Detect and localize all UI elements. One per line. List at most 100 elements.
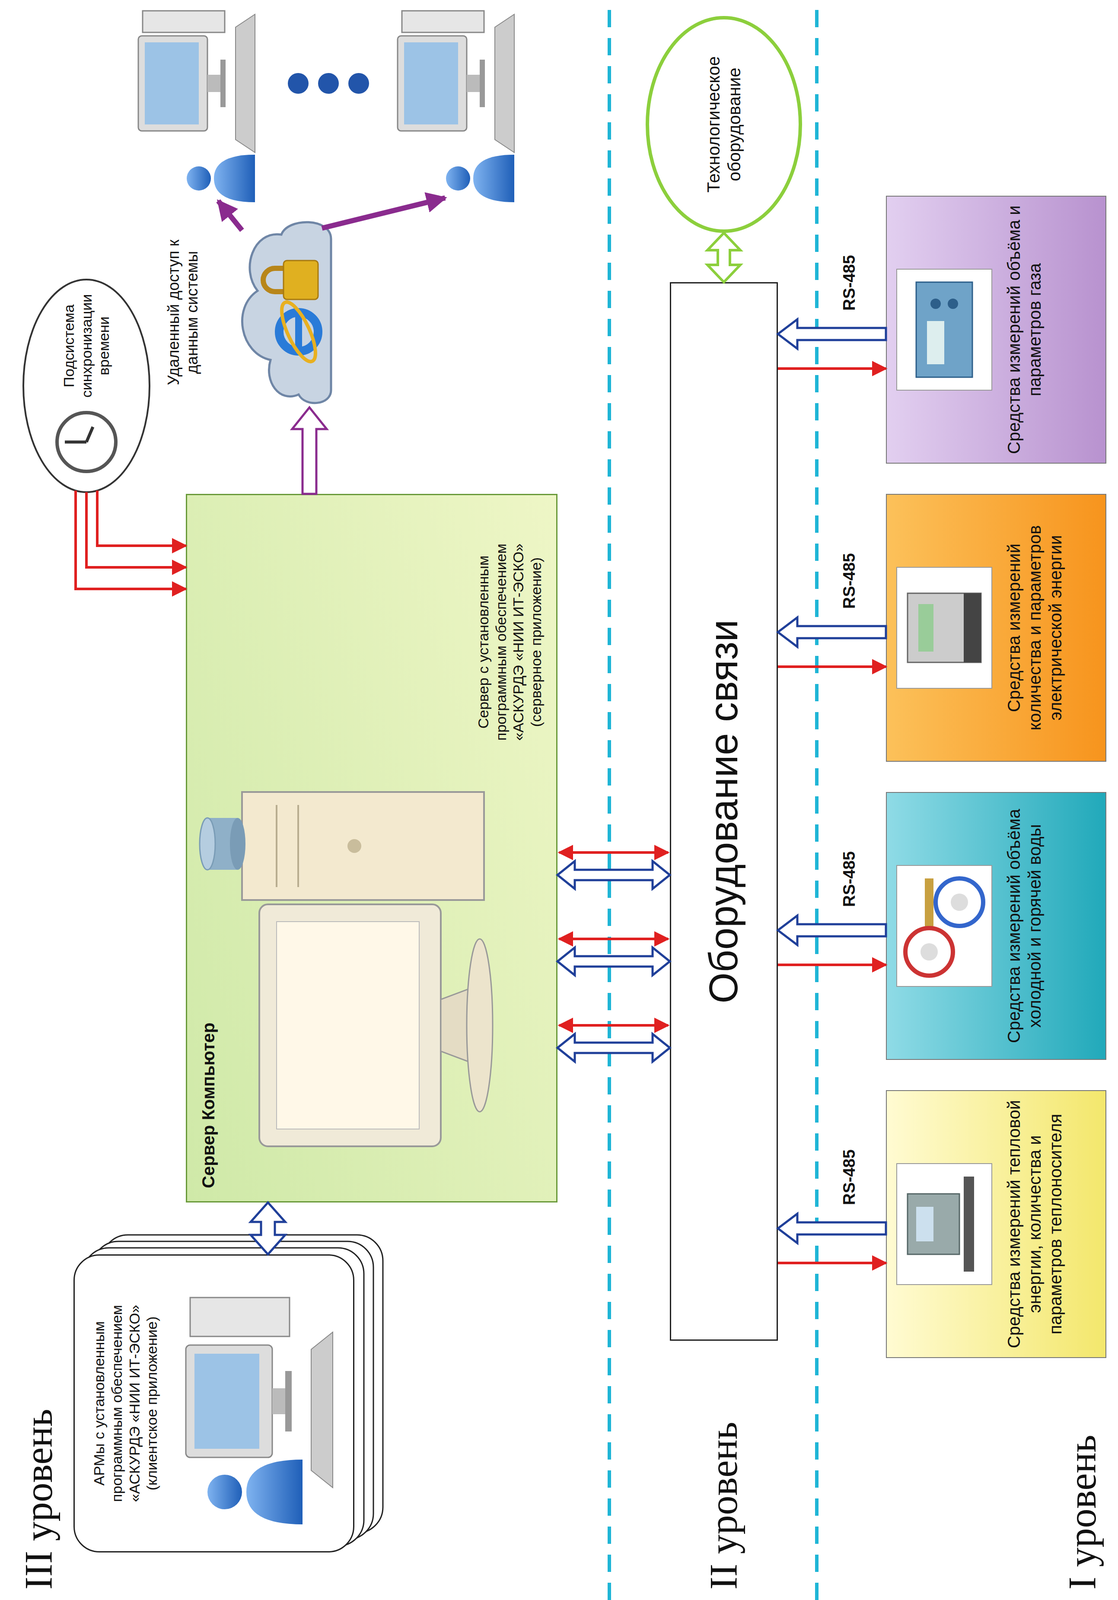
monitor-base <box>285 1371 292 1432</box>
node-title: Средства измерений количества и параметр… <box>1003 503 1066 753</box>
meter-button <box>947 298 959 309</box>
connector-path <box>97 490 186 546</box>
monitor <box>259 904 441 1147</box>
server-tower <box>242 792 485 901</box>
arrow-connector <box>777 1213 886 1244</box>
heat-meter <box>907 1194 960 1255</box>
arrow-connector <box>777 368 886 370</box>
connector-path <box>86 492 186 568</box>
level-divider <box>607 0 612 1600</box>
connector-path <box>777 1261 886 1265</box>
monitor-screen <box>404 42 459 125</box>
arrow-connector <box>777 965 886 966</box>
tech-equipment-ellipse: Технологическое оборудование <box>643 14 804 235</box>
access-arrow <box>218 200 243 231</box>
arrow-connector <box>557 939 670 976</box>
clock-hand <box>86 426 93 443</box>
ellipse-shape <box>647 17 801 232</box>
ellipsis-dot <box>287 73 309 94</box>
connector-path <box>75 490 186 590</box>
keyboard <box>494 14 515 153</box>
monitor-stand <box>272 1388 286 1415</box>
monitor-base <box>466 939 493 1112</box>
monitor-screen <box>276 921 420 1130</box>
monitor-base <box>479 59 485 108</box>
arrow-connector <box>292 407 327 494</box>
cloud-area <box>205 217 344 408</box>
ellipse-outline <box>643 14 804 235</box>
node-title: Средства измерений объёма и параметров г… <box>1003 205 1045 455</box>
ellipsis-dot <box>348 73 370 94</box>
monitor <box>185 1345 273 1458</box>
connector-path <box>777 617 886 647</box>
person-head <box>445 166 471 191</box>
arrow-connector <box>777 666 886 668</box>
connector-path <box>559 851 669 854</box>
keyboard <box>235 14 255 153</box>
monitor-screen <box>144 42 199 125</box>
gas-meter <box>916 282 973 378</box>
connector-path <box>707 232 741 283</box>
connector-path <box>559 1024 669 1027</box>
node-title: АРМы с установленным программным обеспеч… <box>90 1273 161 1535</box>
connector-path <box>777 319 886 349</box>
interface-label: RS-485 <box>840 849 859 909</box>
monitor-stand <box>207 74 221 93</box>
person-head <box>186 166 211 191</box>
arrow-connector <box>777 915 886 946</box>
comm-equipment-band: Оборудование связи <box>669 282 778 1341</box>
connector-path <box>777 665 886 669</box>
pc-tower <box>190 1297 290 1337</box>
meter-display <box>918 604 934 652</box>
connector-path <box>777 963 886 967</box>
node-title: Средства измерений тепловой энергии, кол… <box>1003 1099 1066 1349</box>
water-meter <box>905 928 953 976</box>
connector-path <box>559 937 669 941</box>
monitor-stand <box>466 74 480 93</box>
connector-path <box>292 407 327 494</box>
connector-path <box>777 1213 886 1244</box>
meter-display <box>926 321 945 365</box>
person-body <box>213 154 255 203</box>
monitor-screen <box>194 1353 260 1450</box>
lock-icon <box>263 268 286 292</box>
power-button <box>347 839 362 854</box>
monitor-base <box>220 59 226 108</box>
node-body: Сервер с установленным программным обесп… <box>474 508 545 777</box>
interface-label: RS-485 <box>840 551 859 611</box>
electric-meter <box>907 593 982 663</box>
connector-path <box>557 1034 670 1062</box>
connector-path <box>777 367 886 370</box>
monitor <box>138 35 208 131</box>
meter-button <box>930 298 941 309</box>
pipe <box>963 1176 975 1272</box>
level-label: I уровень <box>1060 1434 1104 1590</box>
meter-dial <box>950 893 969 911</box>
device-photo <box>896 1163 992 1285</box>
interface-label: RS-485 <box>840 253 859 313</box>
cloud-shape <box>242 222 332 404</box>
node-title: Подсистема синхронизации времени <box>60 290 113 402</box>
database-cylinder <box>199 818 216 870</box>
ellipse-shape <box>23 279 150 493</box>
arrow-connector <box>777 319 886 349</box>
node-title: Удаленный доступ к данным системы <box>164 221 202 404</box>
level-label: III уровень <box>17 1408 61 1590</box>
arrow-connector <box>707 232 741 283</box>
clock-hand <box>64 440 87 444</box>
arrow-connector <box>75 490 186 590</box>
person-head <box>207 1474 243 1510</box>
connector-path <box>250 1202 286 1255</box>
device-photo <box>896 567 992 689</box>
pc-tower <box>142 10 225 33</box>
browser-icon <box>275 297 323 366</box>
arrow-connector <box>777 1263 886 1264</box>
level-divider <box>815 0 819 1600</box>
arrow-connector <box>86 492 186 568</box>
database-cylinder <box>229 818 246 870</box>
device-photo <box>896 269 992 391</box>
node-title: Оборудование связи <box>701 619 746 1004</box>
terminal-block <box>963 593 982 663</box>
arrow-connector <box>557 1025 670 1062</box>
